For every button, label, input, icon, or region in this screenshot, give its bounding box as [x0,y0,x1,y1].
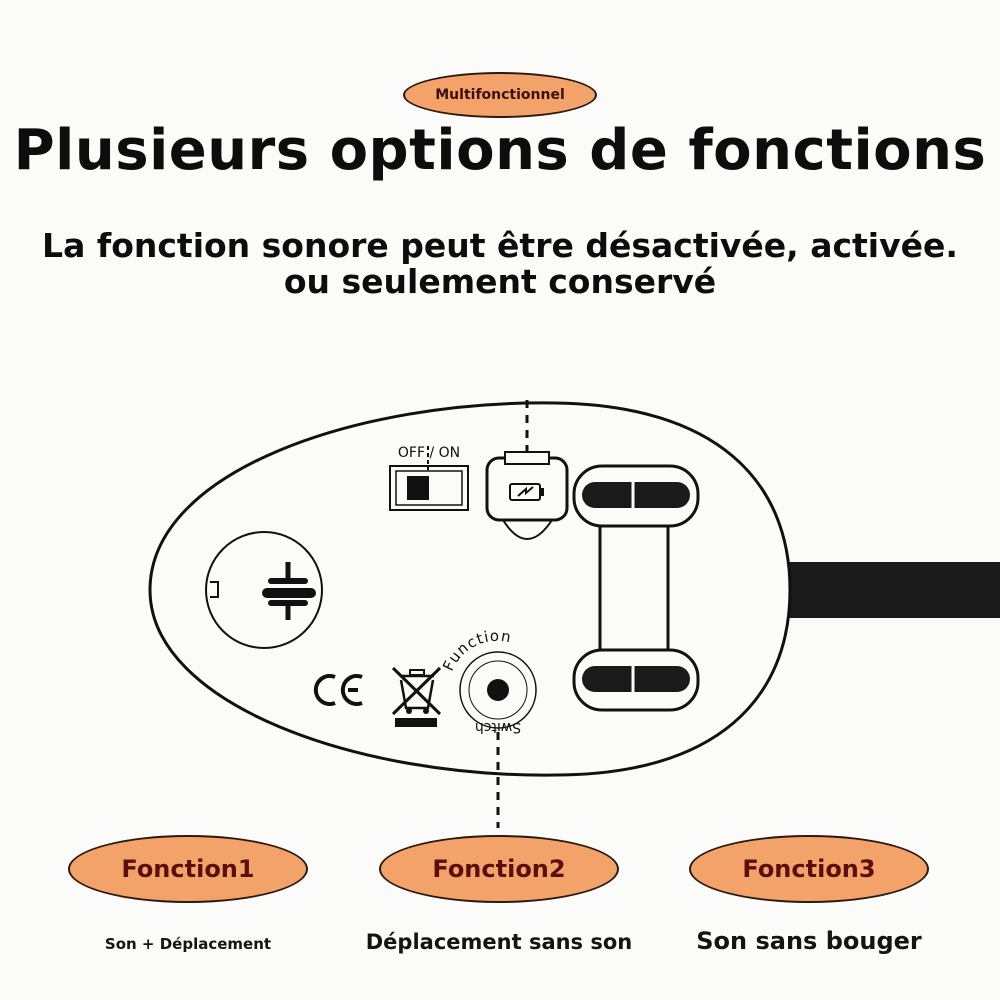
function-1-description: Son + Déplacement [104,935,272,953]
function-1-pill: Fonction1 [68,835,308,903]
subtitle-line-1: La fonction sonore peut être désactivée,… [42,226,958,265]
function-3-pill: Fonction3 [689,835,929,903]
power-switch-icon [389,446,469,511]
ce-mark-icon [313,674,363,706]
page-title: Plusieurs options de fonctions [13,118,987,183]
battery-cover-icon [205,531,323,649]
subtitle-line-2: ou seulement conservé [283,262,717,301]
battery-charging-icon [485,451,569,540]
multifunction-badge: Multifonctionnel [403,72,597,118]
function-3-description: Son sans bouger [696,927,922,955]
switch-label: OFF / ON [398,445,460,461]
function-2-pill: Fonction2 [379,835,619,903]
weee-bin-icon [391,666,442,727]
battery-contacts-icon [572,464,700,712]
function-button-icon: Function Switch [439,627,537,735]
clip-icon [752,562,1000,618]
function-2-description: Déplacement sans son [365,930,633,954]
switch-text: Switch [475,719,521,735]
